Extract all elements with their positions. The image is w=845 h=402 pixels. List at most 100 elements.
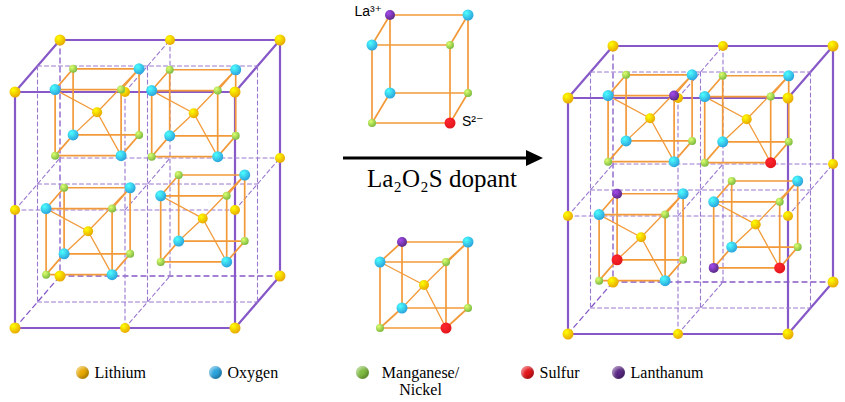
tetrahedral-bond [194,113,218,156]
tetrahedral-bond [747,76,789,119]
sub-cell-edge [714,201,780,203]
sub-cell-edge [46,208,112,210]
atom [678,188,689,199]
legend-swatch [612,366,625,379]
sub-cell-edge [55,155,121,157]
tetrahedral-bond [714,202,756,225]
atom [783,211,793,221]
atom [563,329,574,340]
atom [603,90,614,101]
atom [92,107,102,117]
sub-cell-edge [626,74,692,76]
sub-cell-edge [608,95,674,97]
atom [117,86,125,94]
atom [116,150,127,161]
sub-cell-edge [664,215,666,281]
atom [232,132,240,140]
legend-swatch [521,366,534,379]
atom [563,211,573,221]
atom [108,205,116,213]
sub-cell-edge [120,90,122,156]
atom [679,256,687,264]
lattice-midline [147,66,148,302]
sub-cell-edge [449,45,451,123]
atom [275,271,286,282]
tetrahedral-bond [650,118,674,161]
lattice-midline [38,183,258,184]
tetrahedral-bond [97,69,139,112]
atom [612,254,623,265]
reaction-arrow [343,150,543,166]
atom [230,87,241,98]
legend-item: Lithium [76,364,147,381]
atom [157,258,165,266]
sub-cell-edge [169,70,171,136]
tetrahedral-bond [424,242,468,285]
sub-cell-edge [45,209,47,275]
atom [155,190,166,201]
atom [146,85,157,96]
sub-cell-edge [152,156,218,158]
sub-cell-edge [152,90,218,92]
sub-cell-edge [616,194,618,260]
tetrahedral-bond [756,224,780,267]
atom [828,159,838,169]
atom [673,329,683,339]
sub-cell-edge [390,92,468,94]
atom [241,237,249,245]
sub-cell-edge [151,91,153,157]
sub-cell-edge [54,90,56,156]
sub-cell-edge [401,242,403,308]
sub-cell-edge [445,262,447,328]
atom [397,237,407,247]
sub-cell-edge [179,174,245,176]
atom [68,129,79,140]
sub-cell-edge [63,188,65,254]
sub-cell-edge [64,253,130,255]
sub-cell-edge [682,194,684,260]
sub-cell-edge [705,162,771,164]
legend-swatch [209,366,222,379]
atom [563,93,574,104]
atom [446,41,454,49]
tetrahedral-bond [608,96,650,119]
sub-cell-edge [161,195,227,197]
sub-cell-edge [72,69,74,135]
sub-cell-edge [178,175,180,241]
tetrahedral-bond [599,215,641,238]
sub-cell-edge [673,96,675,162]
atom [59,248,70,259]
atom [726,242,737,253]
atom [828,41,839,52]
atom [275,153,285,163]
sub-cell-edge [607,96,609,162]
atom [765,157,776,168]
sub-cell-edge [608,161,674,163]
sub-cell-edge [64,187,130,189]
sub-cell-edge [371,45,373,123]
dopant-label: La₂O₂S dopant [367,165,517,193]
atom [10,323,21,334]
lattice-midline [722,46,723,282]
atom [445,118,456,129]
atom [783,93,794,104]
lattice-midline [700,72,701,308]
atom [55,35,66,46]
atom [708,196,719,207]
tetrahedral-bond [203,175,245,218]
sub-cell-edge [599,214,665,216]
sub-cell-edge [244,175,246,241]
atom [375,257,386,268]
legend-text: Sulfur [540,364,580,381]
tetrahedral-bond [641,194,683,237]
atom [608,41,619,52]
sub-cell-edge [625,75,627,141]
atom [367,40,378,51]
lattice-midline [169,40,170,276]
atom [701,159,709,167]
atom [10,205,20,215]
atom [688,137,696,145]
sub-cell-edge [235,70,237,136]
atom [776,198,784,206]
atom [55,271,66,282]
